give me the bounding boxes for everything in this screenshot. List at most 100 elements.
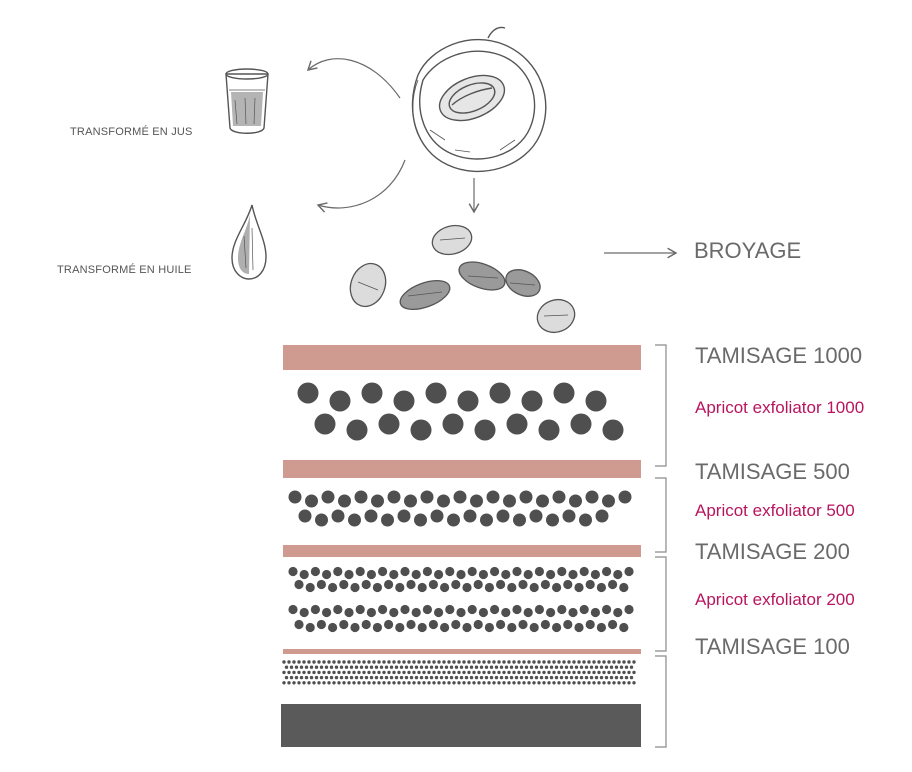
granule-100 bbox=[352, 660, 356, 664]
granule-100 bbox=[527, 660, 531, 664]
granule-100 bbox=[392, 681, 396, 685]
granule-100 bbox=[477, 681, 481, 685]
granule-100 bbox=[409, 665, 414, 669]
granule-100 bbox=[552, 681, 556, 685]
granule-100 bbox=[327, 681, 331, 685]
granule-100 bbox=[382, 681, 386, 685]
granule-100 bbox=[567, 660, 571, 664]
granule-100 bbox=[532, 670, 536, 675]
granule-100 bbox=[604, 665, 609, 669]
granule-100 bbox=[424, 665, 429, 669]
granule-1000 bbox=[602, 419, 624, 441]
granule-100 bbox=[289, 675, 294, 680]
granule-100 bbox=[522, 681, 526, 685]
granule-200 bbox=[585, 579, 595, 590]
granule-100 bbox=[362, 660, 366, 664]
granule-100 bbox=[452, 660, 456, 664]
granule-100 bbox=[492, 670, 496, 675]
granule-200 bbox=[384, 619, 394, 630]
granule-100 bbox=[627, 670, 631, 675]
granule-100 bbox=[304, 665, 309, 669]
granule-100 bbox=[564, 675, 569, 680]
granule-200 bbox=[602, 566, 612, 577]
granule-100 bbox=[434, 675, 439, 680]
granule-200 bbox=[350, 622, 360, 633]
granule-100 bbox=[397, 681, 401, 685]
granule-500 bbox=[486, 490, 500, 504]
granule-100 bbox=[337, 670, 341, 675]
granule-100 bbox=[412, 660, 416, 664]
granule-100 bbox=[342, 681, 346, 685]
granule-200 bbox=[501, 569, 511, 580]
granule-100 bbox=[519, 665, 524, 669]
granule-500 bbox=[430, 509, 444, 523]
granule-200 bbox=[288, 566, 298, 577]
granule-100 bbox=[597, 670, 601, 675]
granule-100 bbox=[284, 675, 289, 680]
granule-100 bbox=[344, 675, 349, 680]
granule-100 bbox=[312, 681, 316, 685]
granule-100 bbox=[312, 660, 316, 664]
granule-100 bbox=[289, 665, 294, 669]
oil-label: TRANSFORMÉ EN HUILE bbox=[57, 264, 192, 276]
bracket-100 bbox=[655, 655, 667, 748]
granule-200 bbox=[529, 622, 539, 633]
granule-500 bbox=[364, 509, 378, 523]
granule-200 bbox=[440, 622, 450, 633]
granule-100 bbox=[512, 670, 516, 675]
granule-100 bbox=[519, 675, 524, 680]
granule-100 bbox=[387, 670, 391, 675]
granule-100 bbox=[617, 660, 621, 664]
granule-100 bbox=[292, 681, 296, 685]
product-500-label: Apricot exfoliator 500 bbox=[695, 501, 855, 520]
granule-100 bbox=[629, 665, 634, 669]
granule-100 bbox=[439, 675, 444, 680]
oil-drop-icon bbox=[231, 204, 267, 280]
granule-100 bbox=[562, 670, 566, 675]
granule-100 bbox=[392, 660, 396, 664]
granule-200 bbox=[456, 569, 466, 580]
granule-100 bbox=[394, 665, 399, 669]
granule-100 bbox=[457, 660, 461, 664]
granule-200 bbox=[294, 579, 304, 590]
granule-100 bbox=[444, 675, 449, 680]
granule-100 bbox=[457, 681, 461, 685]
apricot-half-icon bbox=[411, 26, 547, 173]
granule-500 bbox=[618, 490, 632, 504]
granule-500 bbox=[331, 509, 345, 523]
sieve-500-label: TAMISAGE 500 bbox=[695, 459, 850, 484]
granule-100 bbox=[487, 660, 491, 664]
granule-200 bbox=[552, 582, 562, 593]
granule-100 bbox=[484, 675, 489, 680]
granule-100 bbox=[469, 675, 474, 680]
granule-100 bbox=[404, 675, 409, 680]
granule-500 bbox=[529, 509, 543, 523]
granule-100 bbox=[514, 675, 519, 680]
granule-200 bbox=[456, 607, 466, 618]
granule-500 bbox=[463, 509, 477, 523]
granule-100 bbox=[504, 665, 509, 669]
granule-100 bbox=[324, 675, 329, 680]
granule-100 bbox=[387, 681, 391, 685]
granule-200 bbox=[333, 566, 343, 577]
granule-100 bbox=[569, 675, 574, 680]
granule-100 bbox=[364, 665, 369, 669]
granule-100 bbox=[619, 675, 624, 680]
granule-100 bbox=[392, 670, 396, 675]
granule-200 bbox=[366, 569, 376, 580]
granule-100 bbox=[552, 670, 556, 675]
granule-100 bbox=[452, 670, 456, 675]
granule-200 bbox=[395, 582, 405, 593]
granule-100 bbox=[374, 665, 379, 669]
granule-100 bbox=[312, 670, 316, 675]
granule-200 bbox=[406, 579, 416, 590]
granule-100 bbox=[482, 681, 486, 685]
granule-1000 bbox=[538, 419, 560, 441]
granule-500 bbox=[397, 509, 411, 523]
sieve-bar-1000 bbox=[283, 345, 641, 370]
granule-100 bbox=[549, 675, 554, 680]
granule-200 bbox=[305, 582, 315, 593]
granule-100 bbox=[547, 670, 551, 675]
granule-100 bbox=[357, 660, 361, 664]
